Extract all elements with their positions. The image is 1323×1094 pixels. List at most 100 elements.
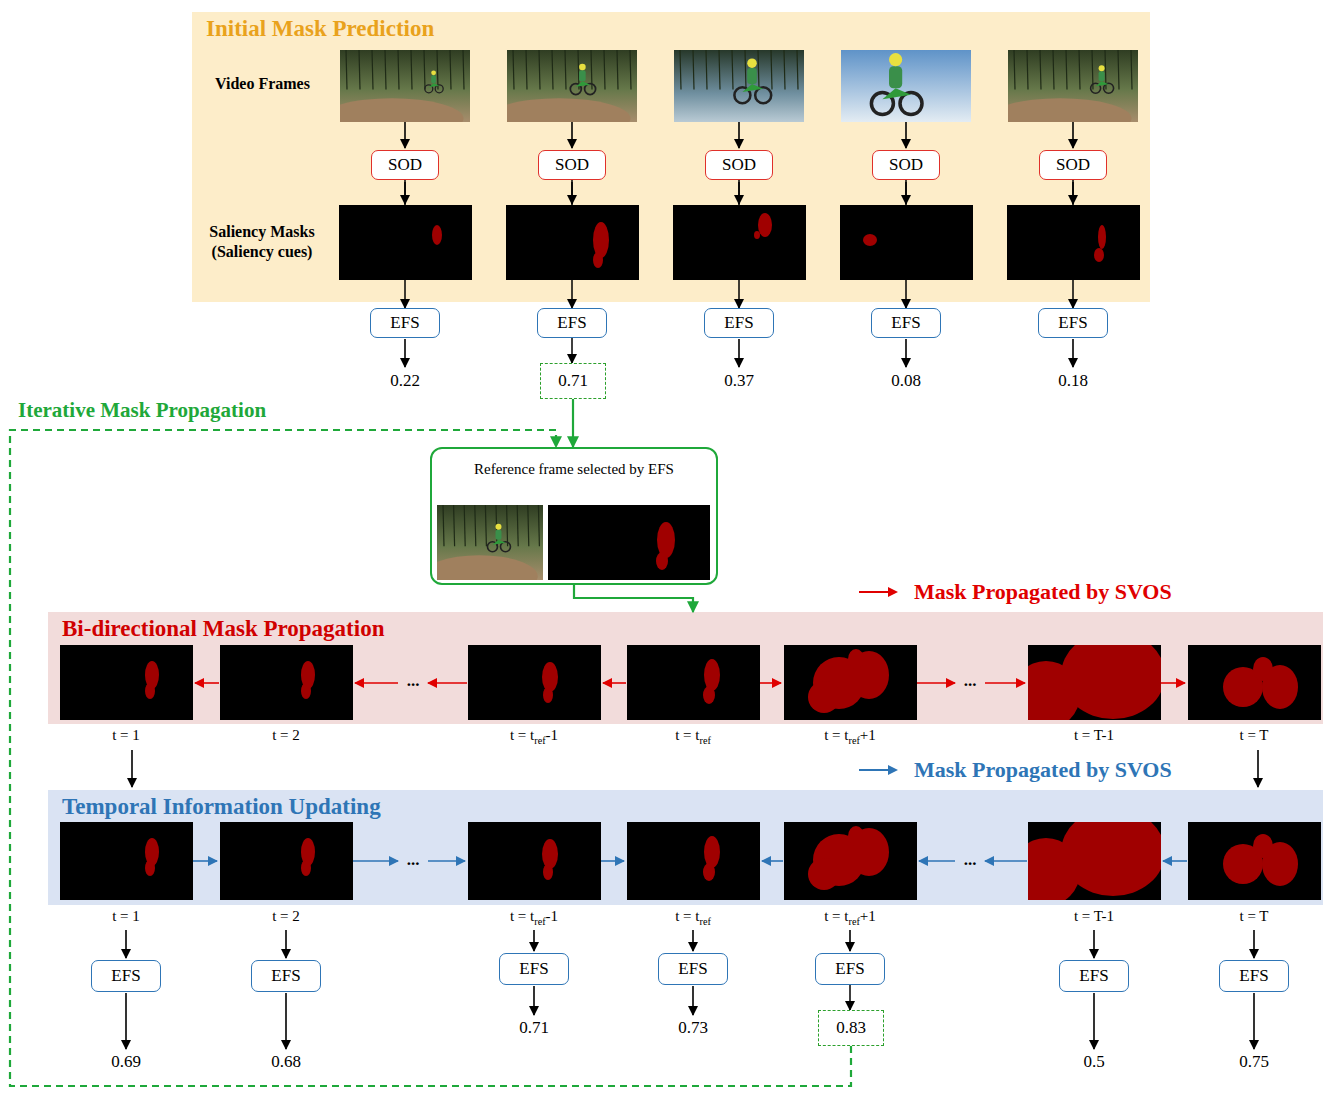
tree-trunk: [464, 505, 465, 546]
box-label: SOD: [1056, 155, 1090, 175]
tree-trunk: [454, 505, 455, 546]
bike-body: [1096, 81, 1109, 86]
score-value: 0.5: [1083, 1052, 1104, 1072]
score-value: 0.69: [111, 1052, 141, 1072]
efs-box: EFS: [704, 308, 774, 338]
tree-trunk: [1040, 50, 1041, 90]
efs-box: EFS: [1219, 960, 1289, 992]
score-value: 0.22: [390, 371, 420, 391]
mask-background: [784, 822, 917, 900]
bike-body: [576, 81, 590, 87]
tree-trunk: [617, 50, 618, 90]
rider-helmet: [747, 58, 757, 68]
rider-helmet: [495, 524, 501, 530]
connector: [849, 985, 851, 1010]
tree-trunk: [745, 50, 746, 90]
subscript: ref: [534, 735, 545, 746]
tree-trunk: [385, 50, 386, 90]
mask-background: [548, 505, 710, 580]
tree-trunk: [1066, 50, 1067, 90]
mask-region: [704, 659, 720, 691]
mask-background: [784, 645, 917, 720]
flow-arrow: [905, 339, 907, 367]
box-label: SOD: [388, 155, 422, 175]
flow-arrow: [1072, 339, 1074, 367]
box-label: SOD: [722, 155, 756, 175]
text-label: ...: [964, 850, 977, 870]
time-label: t = tref-1: [510, 908, 558, 927]
box-label: EFS: [390, 313, 419, 333]
mask-region: [542, 662, 558, 692]
tree-trunk: [463, 50, 464, 90]
legend-arrow: [858, 584, 900, 600]
legend-text: Mask Propagated by SVOS: [914, 757, 1172, 783]
rider-body: [747, 68, 757, 84]
efs-box: EFS: [537, 308, 607, 338]
subscript: ref: [534, 916, 545, 927]
flow-arrow: [762, 860, 783, 862]
box-label: EFS: [271, 966, 300, 986]
tree-trunk: [372, 50, 373, 90]
video-frame: [674, 50, 804, 122]
tree-trunk: [552, 50, 553, 90]
saliency-mask: [1007, 205, 1140, 280]
box-label: EFS: [1058, 313, 1087, 333]
box-label: 0.83: [836, 1018, 866, 1038]
saliency-mask: [1012, 631, 1165, 729]
tree-trunk: [1118, 50, 1119, 90]
rider-body: [889, 66, 902, 88]
tree-trunk: [797, 50, 798, 90]
efs-box: EFS: [1038, 308, 1108, 338]
tree-trunk: [732, 50, 733, 90]
mask-background: [339, 205, 472, 280]
flow-arrow: [355, 682, 398, 684]
mask-region: [301, 683, 311, 699]
flow-arrow: [285, 930, 287, 958]
sod-box: SOD: [371, 150, 439, 180]
reference-box: Reference frame selected by EFS: [430, 447, 718, 585]
box-label: EFS: [724, 313, 753, 333]
bike-body: [492, 540, 505, 545]
mask-region: [145, 683, 155, 699]
band-heading: Bi-directional Mask Propagation: [62, 616, 384, 642]
connector: [10, 430, 851, 1086]
mask-background: [468, 645, 601, 720]
box-label: EFS: [111, 966, 140, 986]
legend-entry: Mask Propagated by SVOS: [858, 579, 1172, 605]
tree-trunk: [565, 50, 566, 90]
box-label: EFS: [891, 313, 920, 333]
legend-arrow-line: [859, 769, 890, 771]
saliency-mask: [627, 822, 760, 900]
flow-arrow: [692, 986, 694, 1015]
saliency-mask: [627, 645, 760, 720]
flow-arrow: [533, 930, 535, 951]
mask-background: [60, 822, 193, 900]
flow-arrow: [125, 993, 127, 1049]
saliency-mask: [673, 205, 806, 280]
tree-trunk: [437, 50, 438, 90]
time-label: t = T: [1239, 908, 1268, 925]
flow-arrow: [195, 682, 219, 684]
flow-arrow: [919, 860, 955, 862]
tree-trunk: [507, 505, 508, 546]
tree-trunk: [513, 50, 514, 90]
flow-arrow: [1257, 750, 1259, 787]
mask-region: [657, 522, 675, 558]
mask-background: [468, 822, 601, 900]
rider-helmet: [431, 70, 436, 75]
mask-region: [542, 839, 558, 869]
tree-trunk: [450, 50, 451, 90]
mask-background: [220, 822, 353, 900]
score-value: 0.37: [724, 371, 754, 391]
flow-arrow: [571, 182, 573, 204]
connector: [574, 585, 693, 612]
tree-trunk: [424, 50, 425, 90]
tree-trunk: [693, 50, 694, 90]
tree-trunk: [706, 50, 707, 90]
bike-body: [742, 84, 763, 92]
time-label: t = tref+1: [824, 908, 876, 927]
time-label: t = T: [1239, 727, 1268, 744]
band-heading: Temporal Information Updating: [62, 794, 381, 820]
box-label: 0.71: [558, 371, 588, 391]
